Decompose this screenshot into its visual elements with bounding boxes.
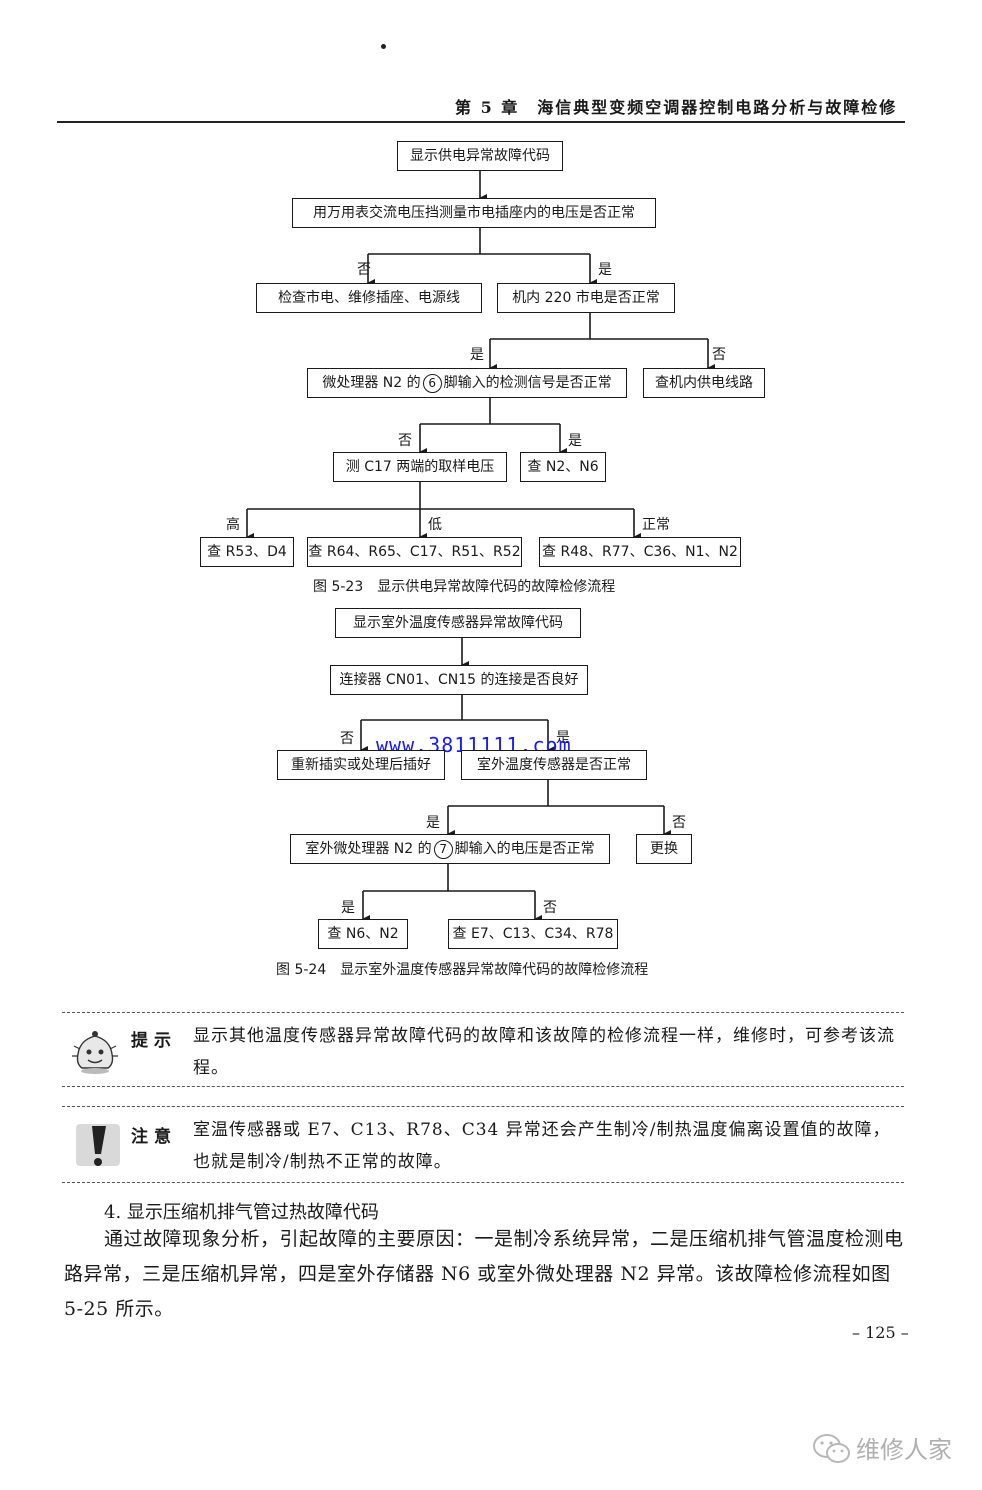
- flow1-label-yes: 是: [598, 262, 612, 278]
- flow1-check-n2-n6-node: 查 N2、N6: [520, 452, 606, 482]
- notice-text: 室温传感器或 E7、C13、R78、C34 异常还会产生制冷/制热温度偏离设置值…: [193, 1120, 891, 1172]
- flow1-label-no: 否: [398, 433, 412, 449]
- flow1-label-no: 否: [712, 347, 726, 363]
- flow1-check-r48-node: 查 R48、R77、C36、N1、N2: [539, 537, 741, 567]
- flow1-n2-pin6-text-b: 脚输入的检测信号是否正常: [443, 375, 612, 391]
- flow1-label-high: 高: [226, 517, 240, 533]
- ink-dot: [381, 44, 386, 49]
- flow1-internal-220-node: 机内 220 市电是否正常: [497, 283, 675, 313]
- flow2-check-e7-node: 查 E7、C13、C34、R78: [448, 919, 618, 949]
- tip-bell-icon: [70, 1024, 120, 1080]
- figure-5-24-caption: 图 5-24 显示室外温度传感器异常故障代码的故障检修流程: [276, 962, 649, 978]
- tip-top-rule: [62, 1012, 904, 1013]
- flow2-replace-node: 更换: [636, 834, 692, 864]
- flow1-check-supply-line-node: 查机内供电线路: [643, 368, 765, 398]
- flow2-label-yes: 是: [556, 730, 570, 746]
- exclamation-icon: [76, 1120, 120, 1176]
- flow2-start-node: 显示室外温度传感器异常故障代码: [335, 608, 581, 638]
- notice-top-rule: [62, 1106, 904, 1107]
- chapter-header: 第 5 章 海信典型变频空调器控制电路分析与故障检修: [455, 98, 898, 117]
- tip-label: 提示: [131, 1031, 177, 1051]
- figure-5-23-caption: 图 5-23 显示供电异常故障代码的故障检修流程: [313, 579, 616, 595]
- flow1-measure-socket-node: 用万用表交流电压挡测量市电插座内的电压是否正常: [292, 198, 656, 228]
- flow1-measure-c17-node: 测 C17 两端的取样电压: [333, 452, 507, 482]
- flow1-n2-pin6-text-a: 微处理器 N2 的: [322, 375, 421, 391]
- tip-text: 显示其他温度传感器异常故障代码的故障和该故障的检修流程一样，维修时，可参考该流程…: [193, 1026, 895, 1078]
- wechat-icon: [812, 1432, 852, 1470]
- flow1-label-normal: 正常: [642, 517, 670, 533]
- flow2-label-no: 否: [672, 815, 686, 831]
- circled-pin-number: 6: [422, 373, 442, 393]
- flow2-label-yes: 是: [426, 815, 440, 831]
- flow1-label-low: 低: [428, 517, 442, 533]
- notice-bottom-rule: [62, 1182, 904, 1183]
- circled-pin-number: 7: [433, 839, 453, 859]
- flow1-check-mains-node: 检查市电、维修插座、电源线: [256, 283, 482, 313]
- section-heading: 4. 显示压缩机排气管过热故障代码: [104, 1202, 379, 1223]
- flow2-label-no: 否: [340, 731, 354, 747]
- flow1-label-yes: 是: [470, 347, 484, 363]
- flow1-check-r53-d4-node: 查 R53、D4: [200, 537, 294, 567]
- flow2-n2-pin7-text-b: 脚输入的电压是否正常: [454, 841, 595, 857]
- tip-bottom-rule: [62, 1086, 904, 1087]
- flow2-sensor-check-node: 室外温度传感器是否正常: [461, 750, 647, 780]
- flow2-connector-check-node: 连接器 CN01、CN15 的连接是否良好: [330, 665, 588, 695]
- footer-brand: 维修人家: [856, 1436, 952, 1464]
- flow1-label-no: 否: [357, 262, 371, 278]
- flow1-label-yes: 是: [568, 433, 582, 449]
- flow2-check-n6-n2-node: 查 N6、N2: [318, 919, 408, 949]
- flow2-label-yes: 是: [341, 900, 355, 916]
- flow1-check-r64-node: 查 R64、R65、C17、R51、R52: [307, 537, 522, 567]
- header-rule: [57, 121, 905, 123]
- flow2-label-no: 否: [543, 900, 557, 916]
- flowchart-connectors: [246, 170, 715, 923]
- notice-label: 注意: [131, 1127, 177, 1147]
- section-paragraph: 通过故障现象分析，引起故障的主要原因：一是制冷系统异常，二是压缩机排气管温度检测…: [64, 1228, 904, 1320]
- page-number: – 125 –: [852, 1323, 909, 1342]
- flow2-reinsert-node: 重新插实或处理后插好: [277, 750, 445, 780]
- flow1-start-node: 显示供电异常故障代码: [397, 141, 563, 171]
- flow2-n2-pin7-text-a: 室外微处理器 N2 的: [305, 841, 432, 857]
